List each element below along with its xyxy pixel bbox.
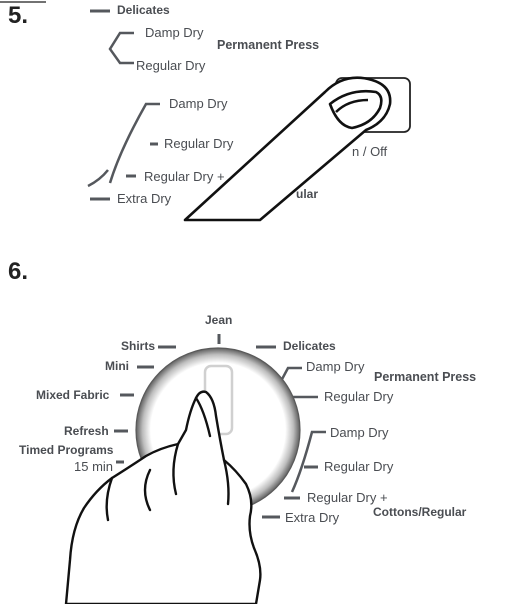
bracket-permanent-press bbox=[108, 31, 134, 65]
step-6-number: 6. bbox=[8, 258, 29, 285]
label-delicates: Delicates bbox=[117, 3, 170, 17]
label-cottons-regular-partial: ular bbox=[296, 187, 319, 201]
label-shirts: Shirts bbox=[121, 339, 156, 353]
label-mixed-fabric: Mixed Fabric bbox=[36, 388, 110, 402]
label-regular-dry-6: Regular Dry bbox=[324, 389, 394, 404]
label-cottons-regular-6: Cottons/Regular bbox=[373, 505, 467, 519]
step-5-number: 5. bbox=[8, 2, 29, 29]
label-extra-dry: Extra Dry bbox=[117, 191, 172, 206]
step5-markings bbox=[87, 9, 160, 201]
label-15-min: 15 min bbox=[74, 459, 114, 474]
label-damp-dry-2: Damp Dry bbox=[169, 96, 228, 111]
label-damp-dry-2-6: Damp Dry bbox=[330, 425, 389, 440]
label-damp-dry: Damp Dry bbox=[145, 25, 204, 40]
label-jean: Jean bbox=[205, 313, 233, 327]
label-regular-dry-plus-6: Regular Dry + bbox=[307, 490, 388, 505]
label-permanent-press: Permanent Press bbox=[217, 38, 320, 52]
label-regular-dry-plus: Regular Dry + bbox=[144, 169, 225, 184]
label-extra-dry-6: Extra Dry bbox=[285, 510, 340, 525]
arc-lower bbox=[87, 169, 109, 188]
label-regular-dry: Regular Dry bbox=[136, 58, 206, 73]
label-delicates-6: Delicates bbox=[283, 339, 336, 353]
label-regular-dry-2-6: Regular Dry bbox=[324, 459, 394, 474]
label-on-off: n / Off bbox=[352, 144, 388, 159]
step6-markings bbox=[114, 334, 326, 519]
label-damp-dry-6: Damp Dry bbox=[306, 359, 365, 374]
label-regular-dry-2: Regular Dry bbox=[164, 136, 234, 151]
label-mini: Mini bbox=[105, 359, 129, 373]
label-timed-programs: Timed Programs bbox=[19, 443, 114, 457]
arc-cottons bbox=[108, 102, 160, 184]
arc-cottons-6 bbox=[290, 430, 326, 493]
step5-finger bbox=[183, 76, 392, 222]
label-permanent-press-6: Permanent Press bbox=[374, 370, 477, 384]
label-refresh: Refresh bbox=[64, 424, 109, 438]
step6-hand bbox=[64, 390, 262, 604]
